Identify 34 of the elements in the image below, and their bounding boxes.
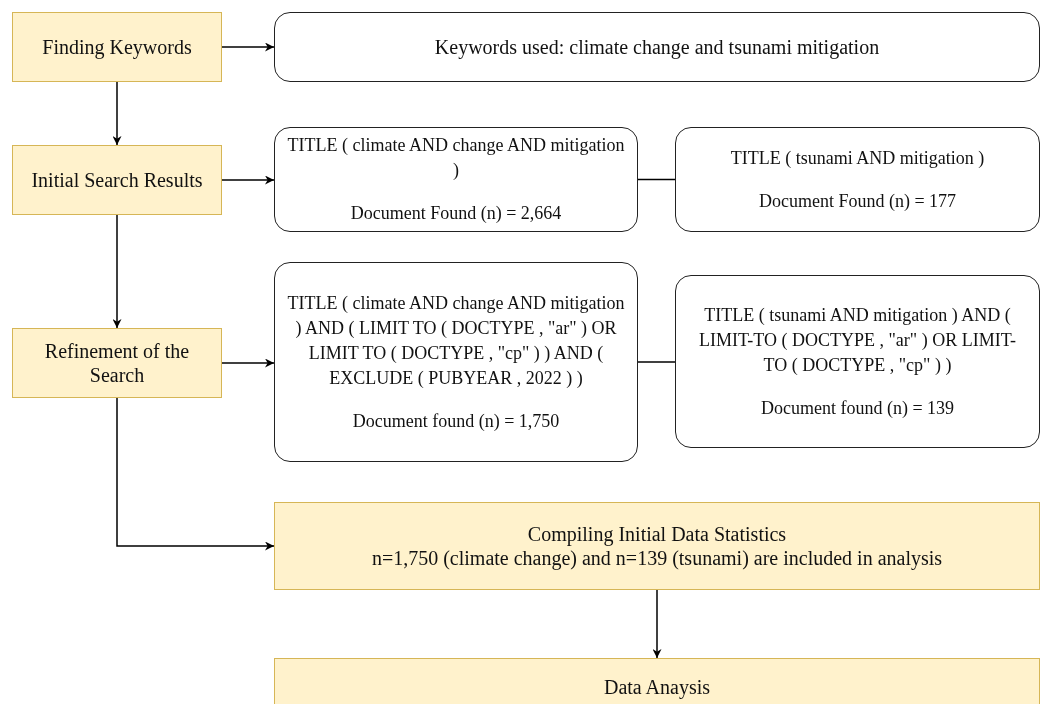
connector-line bbox=[637, 361, 676, 363]
query-box bbox=[274, 127, 638, 232]
node-label: Compiling Initial Data Statistics bbox=[527, 522, 787, 546]
arrow bbox=[221, 175, 275, 185]
process-box bbox=[12, 12, 222, 82]
process-box bbox=[274, 658, 1040, 704]
arrow bbox=[221, 42, 275, 52]
arrow bbox=[112, 81, 122, 146]
arrow bbox=[652, 589, 662, 659]
node-label: Keywords used: climate change and tsunami mitigation bbox=[434, 35, 880, 59]
query-box bbox=[675, 127, 1040, 232]
arrow bbox=[221, 358, 275, 368]
node-label: Finding Keywords bbox=[42, 35, 192, 59]
query-box bbox=[675, 275, 1040, 448]
node-detail: Document found (n) = 1,750 bbox=[352, 409, 560, 433]
node-label: TITLE ( tsunami AND mitigation ) bbox=[730, 146, 985, 170]
info-box bbox=[274, 12, 1040, 82]
arrow bbox=[112, 214, 122, 329]
node-label: Data Anaysis bbox=[603, 675, 711, 699]
node-label: Refinement of the Search bbox=[43, 339, 191, 387]
node-detail: Document Found (n) = 177 bbox=[758, 189, 957, 213]
node-label: Initial Search Results bbox=[31, 168, 203, 192]
process-box bbox=[12, 145, 222, 215]
connector-line bbox=[637, 178, 676, 181]
node-label: TITLE ( climate AND change AND mitigation ) AND ( LIMIT TO ( DOCTYPE , "ar" ) OR LIMIT TO ( DOCTYPE , "cp" ) ) AND ( EXCLUDE ( PUBYEAR , 2022 ) ) bbox=[286, 291, 626, 390]
node-label: TITLE ( climate AND change AND mitigation ) bbox=[286, 134, 626, 182]
node-label: TITLE ( tsunami AND mitigation ) AND ( LIMIT-TO ( DOCTYPE , "ar" ) OR LIMIT-TO ( DOCTYPE , "cp" ) ) bbox=[698, 303, 1017, 377]
node-detail: n=1,750 (climate change) and n=139 (tsunami) are included in analysis bbox=[371, 546, 943, 570]
process-box bbox=[12, 328, 222, 398]
query-box bbox=[274, 262, 638, 462]
node-detail: Document Found (n) = 2,664 bbox=[350, 202, 562, 225]
process-box bbox=[274, 502, 1040, 590]
arrow bbox=[116, 397, 275, 551]
node-detail: Document found (n) = 139 bbox=[760, 396, 955, 420]
